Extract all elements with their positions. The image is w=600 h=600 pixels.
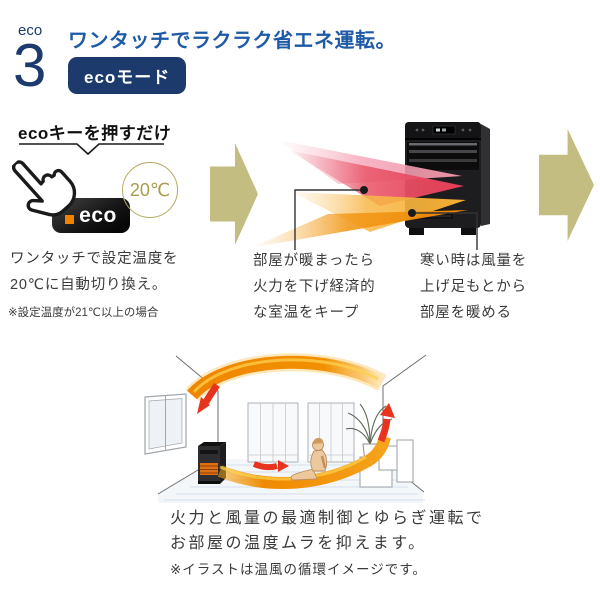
mid-callout-text: 部屋が暖まったら 火力を下げ経済的 な室温をキープ [253, 248, 375, 326]
description-line: お部屋の温度ムラを抑えます。 [170, 535, 427, 552]
callout-line: な室温をキープ [253, 305, 360, 321]
temp-value: 20℃ [129, 179, 171, 200]
callout-line: 上げ足もとから [420, 279, 527, 295]
callout-line: 部屋を暖める [420, 305, 512, 321]
room-illustration [144, 353, 427, 503]
callout-line: 部屋が暖まったら [253, 253, 375, 269]
temp-circle-badge: 20℃ [122, 162, 178, 218]
eco-button-dot-icon [65, 215, 75, 224]
press-key-caption: ecoキーを押すだけ [18, 124, 172, 143]
description-line: 火力と風量の最適制御とゆらぎ運転で [170, 510, 485, 527]
callout-line: 寒い時は風量を [420, 253, 528, 269]
caption-pointer-bracket [19, 143, 164, 156]
description-line: 20℃に自動切り換え。 [10, 277, 168, 293]
right-callout-text: 寒い時は風量を 上げ足もとから 部屋を暖める [420, 248, 527, 326]
left-description: ワンタッチで設定温度を 20℃に自動切り換え。 [10, 246, 178, 298]
room-note: ※イラストは温風の循環イメージです。 [170, 562, 427, 577]
eco-button-label: eco [79, 203, 117, 227]
left-description-note: ※設定温度が21℃以上の場合 [8, 307, 159, 319]
arrow-right-icon [539, 129, 594, 241]
callout-lines-graphic [294, 186, 478, 250]
section-title: ワンタッチでラクラク省エネ運転。 [68, 30, 396, 52]
room-description: 火力と風量の最適制御とゆらぎ運転で お部屋の温度ムラを抑えます。 [170, 506, 485, 556]
airflow-streams-graphic [250, 140, 468, 248]
callout-line: 火力を下げ経済的 [253, 279, 376, 295]
eco-mode-badge: ecoモード [68, 57, 187, 94]
step-eyebrow: eco [18, 22, 43, 39]
description-line: ワンタッチで設定温度を [10, 251, 179, 267]
pointer-hand-icon [11, 160, 77, 217]
step-number: 3 [13, 32, 47, 99]
